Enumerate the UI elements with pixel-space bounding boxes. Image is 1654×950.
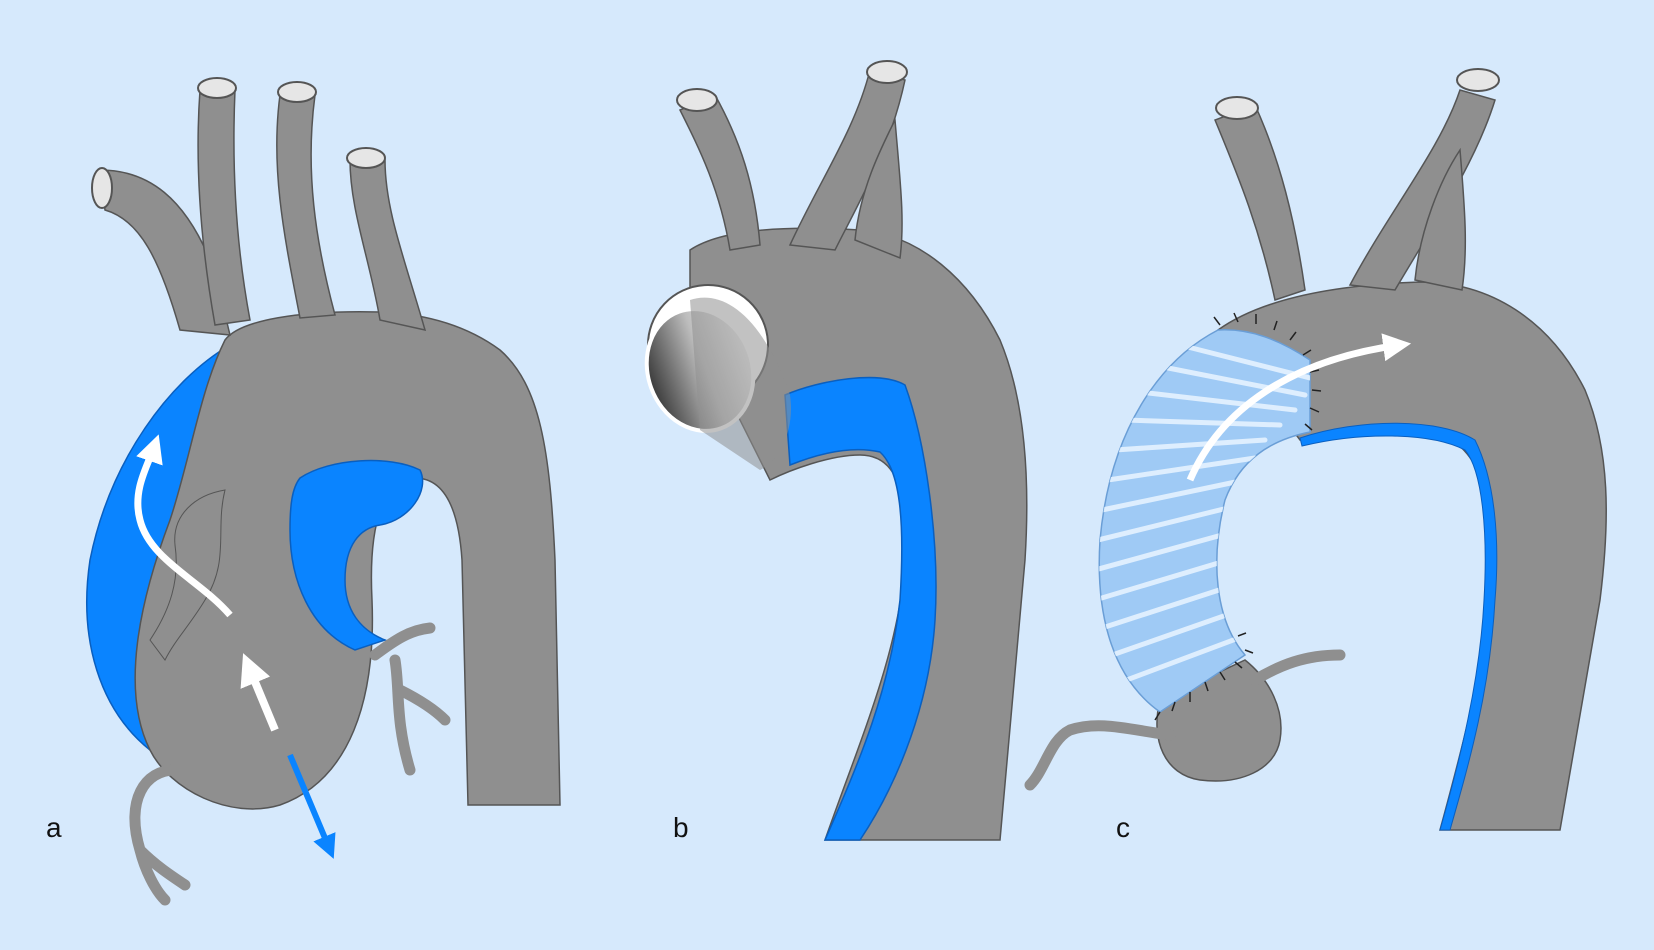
panel-b-vessel-opening-1 [676, 88, 718, 112]
panel-c-graft-crimping [1099, 342, 1310, 693]
panel-a-vessel-opening-2 [197, 77, 237, 99]
panel-c-suture-line-proximal [1154, 632, 1254, 721]
panel-c-coronary-left [1249, 649, 1346, 686]
panel-label-a: a [46, 812, 62, 843]
panel-b-vessel-opening-2 [866, 60, 908, 84]
panel-a-vessel-opening-4 [346, 147, 386, 169]
panel-a-vessel-opening-3 [277, 81, 317, 103]
panel-b-false-lumen [784, 376, 937, 841]
panel-c-branch-1 [1214, 104, 1306, 301]
panel-c-false-lumen [1299, 422, 1498, 831]
panel-label-c: c [1116, 812, 1130, 843]
panel-c-aorta [1024, 68, 1607, 831]
panel-a-vessel-opening-1 [91, 167, 113, 209]
panel-b-aorta [644, 60, 1028, 841]
panel-a-flow-arrow-false-lumen [134, 434, 233, 618]
panel-a-false-lumen-inner [289, 459, 424, 651]
panel-b-transected-back-wall [690, 297, 791, 470]
panel-c-branch-3 [1414, 147, 1467, 291]
panel-b-branch-3 [854, 117, 903, 260]
panel-c-suture-line-distal [1213, 312, 1322, 431]
panel-a-branch-4 [349, 159, 427, 332]
panel-label-b: b [673, 812, 689, 843]
panel-a-branch-3 [276, 94, 336, 319]
panel-a-flow-arrow-rupture [287, 753, 336, 859]
panel-b-branch-2 [788, 69, 906, 251]
panel-c-coronary-right [1024, 720, 1176, 791]
panel-a-coronary-left [369, 622, 451, 776]
panel-a-coronary-right [129, 764, 191, 906]
panel-c-vessel-opening-2 [1456, 68, 1500, 92]
panel-a-flow-arrow-entry [240, 653, 279, 732]
panel-b-branch-1 [678, 94, 761, 251]
panel-c-flow-arrow [1186, 333, 1412, 482]
panel-a-aorta [86, 77, 561, 906]
panel-c-vessel-opening-1 [1215, 96, 1259, 120]
